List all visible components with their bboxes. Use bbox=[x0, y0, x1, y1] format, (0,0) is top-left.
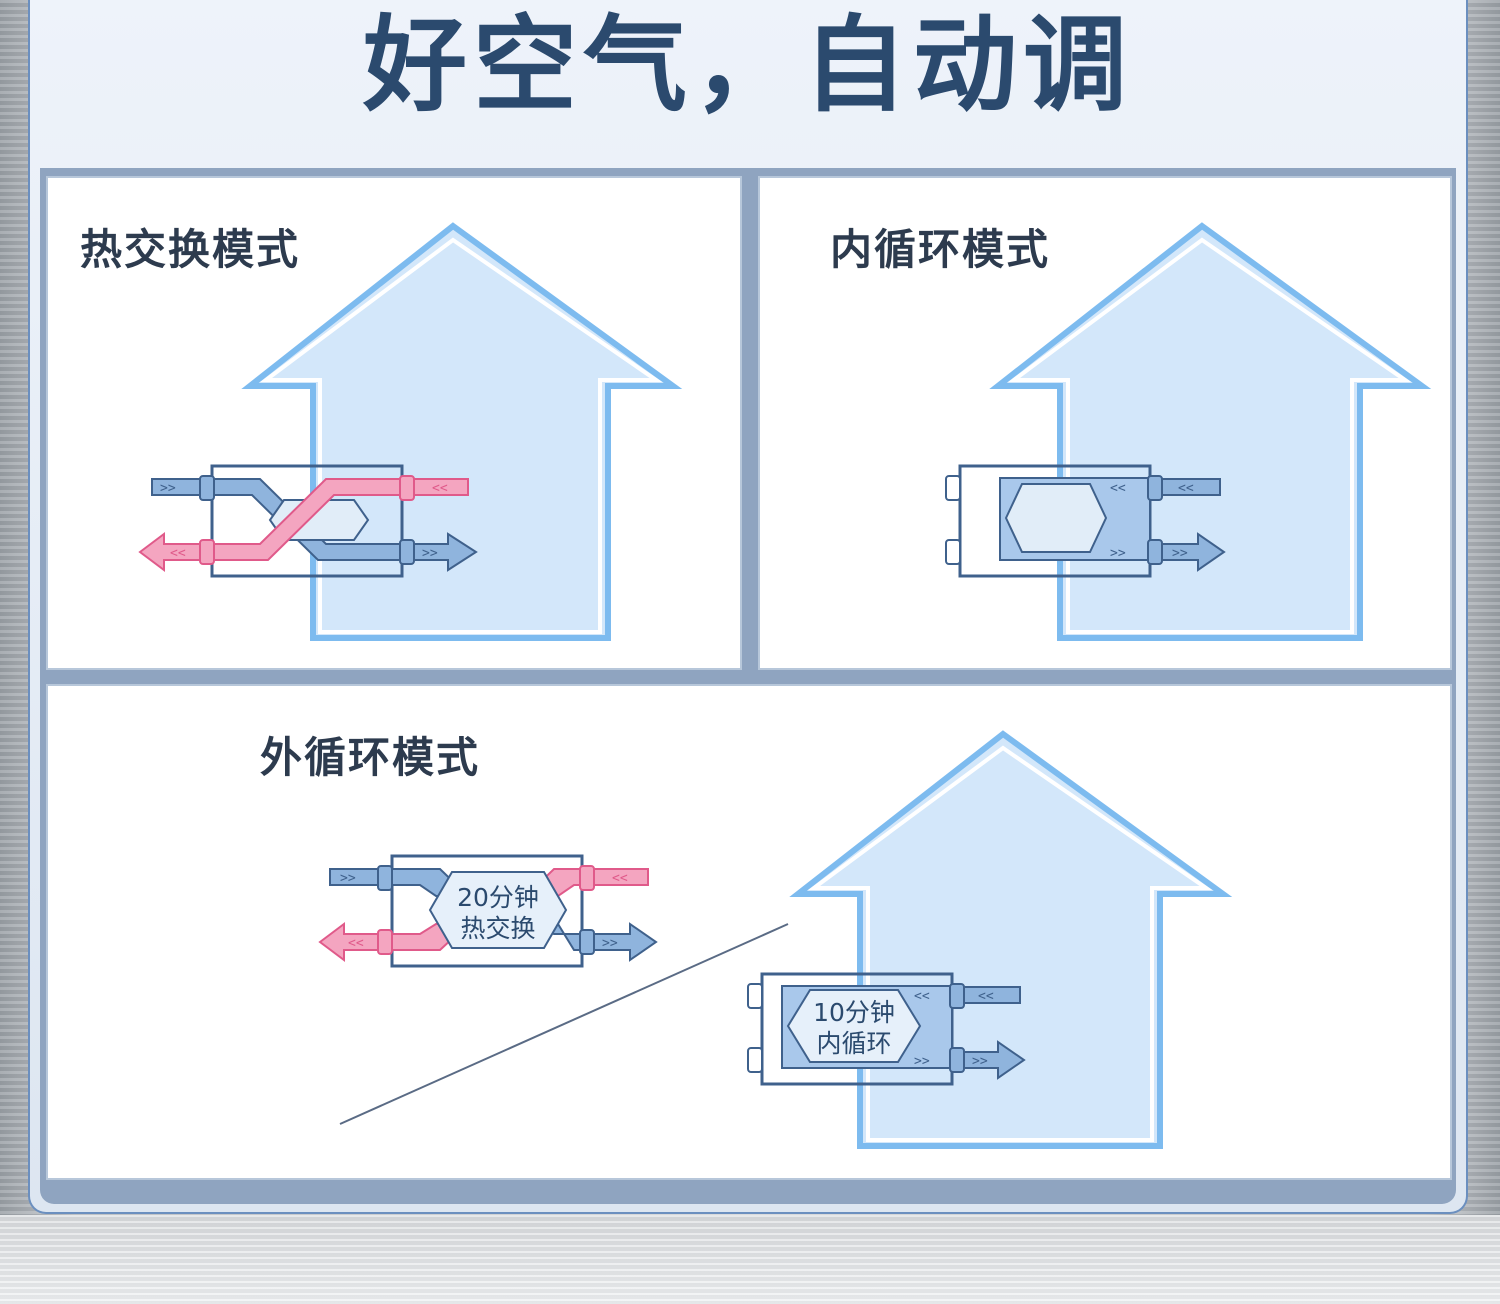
timer-line-1: 20分钟 bbox=[457, 883, 539, 912]
airflow-right-chevrons: >> bbox=[1110, 546, 1126, 561]
background-floor-strip bbox=[0, 1215, 1500, 1304]
airflow-left-chevrons: << bbox=[170, 546, 186, 561]
airflow-right-chevrons: >> bbox=[972, 1054, 988, 1069]
airflow-right-chevrons: >> bbox=[1172, 546, 1188, 561]
airflow-right-chevrons: >> bbox=[160, 481, 176, 496]
airflow-left-chevrons: << bbox=[1178, 481, 1194, 496]
timer-line-2: 内循环 bbox=[816, 1029, 891, 1058]
heat-exchanger-core-icon bbox=[786, 989, 922, 1063]
internal-circulation-unit: 10分钟 内循环 << << >> >> bbox=[747, 972, 1026, 1086]
heat-exchange-mode-label: 热交换模式 bbox=[80, 225, 301, 274]
internal-circulation-mode-panel: 内循环模式 << << >> >> bbox=[758, 176, 1452, 670]
heat-exchange-diagram: >> << << >> bbox=[138, 222, 683, 641]
heat-exchange-unit: >> << 20分钟 热交换 << >> bbox=[318, 854, 658, 968]
airflow-left-chevrons: << bbox=[914, 989, 930, 1004]
external-circulation-diagram: >> << 20分钟 热交换 << >> 10分钟 bbox=[318, 730, 1233, 1149]
airflow-right-chevrons: >> bbox=[602, 936, 618, 951]
airflow-left-chevrons: << bbox=[978, 989, 994, 1004]
airflow-right-chevrons: >> bbox=[422, 546, 438, 561]
external-circulation-mode-label: 外循环模式 bbox=[260, 733, 481, 782]
heat-exchange-mode-panel: 热交换模式 >> << << >> bbox=[46, 176, 742, 670]
internal-circulation-mode-label: 内循环模式 bbox=[830, 225, 1051, 274]
page-title: 好空气，自动调 bbox=[362, 4, 1133, 126]
heat-exchanger-core-icon bbox=[1004, 483, 1108, 553]
airflow-left-chevrons: << bbox=[1110, 481, 1126, 496]
timer-line-1: 10分钟 bbox=[813, 998, 895, 1027]
airflow-right-chevrons: >> bbox=[340, 871, 356, 886]
heat-exchanger-core-icon bbox=[428, 871, 568, 949]
airflow-left-chevrons: << bbox=[348, 936, 364, 951]
airflow-left-chevrons: << bbox=[612, 871, 628, 886]
timer-line-2: 热交换 bbox=[460, 914, 535, 943]
external-circulation-mode-panel: 外循环模式 >> << 20分钟 热交换 << >> bbox=[46, 684, 1452, 1180]
ventilation-unit bbox=[210, 464, 404, 578]
airflow-left-chevrons: << bbox=[432, 481, 448, 496]
airflow-right-chevrons: >> bbox=[914, 1054, 930, 1069]
internal-circulation-diagram: << << >> >> bbox=[945, 222, 1432, 641]
mode-divider-line bbox=[339, 923, 789, 1125]
